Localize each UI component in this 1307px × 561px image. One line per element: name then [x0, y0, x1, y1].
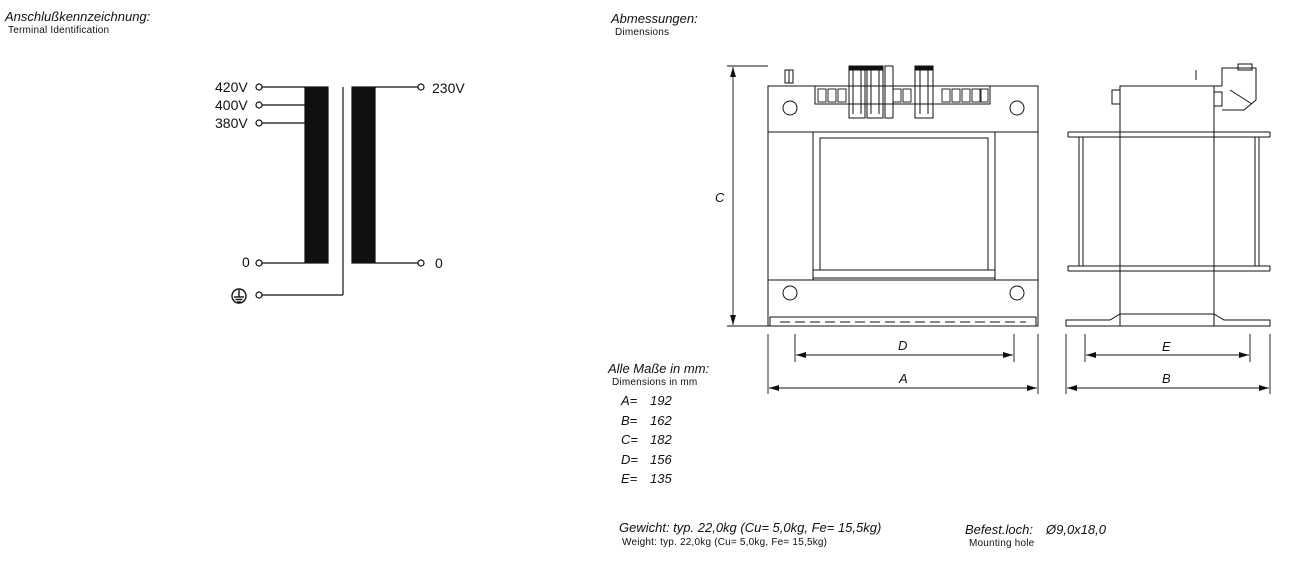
front-mount-hole-tr — [1009, 100, 1025, 116]
terminal-secondary-zero — [417, 259, 425, 267]
dim-label-a: A — [899, 371, 908, 386]
terminal-title-de: Anschlußkennzeichnung: — [5, 9, 151, 24]
terminal-block — [784, 65, 991, 119]
primary-zero-label: 0 — [242, 254, 250, 270]
dim-label-b: B — [1162, 371, 1171, 386]
primary-winding — [304, 86, 329, 264]
side-view-drawing — [1065, 63, 1271, 327]
weight-de: Gewicht: typ. 22,0kg (Cu= 5,0kg, Fe= 15,… — [619, 520, 882, 535]
weight-en: Weight: typ. 22,0kg (Cu= 5,0kg, Fe= 15,5… — [622, 537, 828, 548]
primary-leads — [255, 83, 305, 267]
mounting-hole-value: Ø9,0x18,0 — [1046, 522, 1106, 537]
earth-ground-icon — [231, 288, 247, 304]
secondary-tap-label-230v: 230V — [432, 80, 465, 96]
dim-value-c: 182 — [650, 432, 672, 447]
mounting-hole-en: Mounting hole — [969, 538, 1035, 549]
front-mount-hole-br — [1009, 285, 1025, 301]
dim-value-e: 135 — [650, 471, 672, 486]
dim-label-c: C — [715, 190, 725, 205]
mounting-hole-de: Befest.loch: — [965, 522, 1033, 537]
front-mount-hole-bl — [782, 285, 798, 301]
dim-value-a: 192 — [650, 393, 672, 408]
tap-label-400v: 400V — [215, 97, 248, 113]
dim-key-e: E= — [621, 471, 638, 486]
tap-label-420v: 420V — [215, 79, 248, 95]
tap-label-380v: 380V — [215, 115, 248, 131]
terminal-400v — [255, 101, 263, 109]
front-view-drawing — [767, 65, 1039, 327]
terminal-420v — [255, 83, 263, 91]
terminal-earth — [255, 291, 263, 299]
dimensions-title-de: Abmessungen: — [611, 11, 698, 26]
dim-key-d: D= — [621, 452, 638, 467]
front-mount-hole-tl — [782, 100, 798, 116]
secondary-zero-label: 0 — [435, 255, 443, 271]
dimensions-title-en: Dimensions — [615, 27, 670, 38]
terminal-title-en: Terminal Identification — [8, 25, 110, 36]
dim-label-d: D — [898, 338, 908, 353]
units-title-de: Alle Maße in mm: — [608, 361, 710, 376]
dim-label-e: E — [1162, 339, 1171, 354]
dim-key-a: A= — [621, 393, 638, 408]
terminal-primary-zero — [255, 259, 263, 267]
terminal-380v — [255, 119, 263, 127]
terminal-schematic — [231, 83, 425, 304]
secondary-winding — [351, 86, 376, 264]
dim-value-b: 162 — [650, 413, 672, 428]
units-title-en: Dimensions in mm — [612, 377, 698, 388]
dim-value-d: 156 — [650, 452, 672, 467]
terminal-230v — [417, 83, 425, 91]
dim-key-b: B= — [621, 413, 638, 428]
dimension-lines — [727, 65, 1271, 394]
dim-key-c: C= — [621, 432, 638, 447]
secondary-leads — [375, 83, 425, 267]
